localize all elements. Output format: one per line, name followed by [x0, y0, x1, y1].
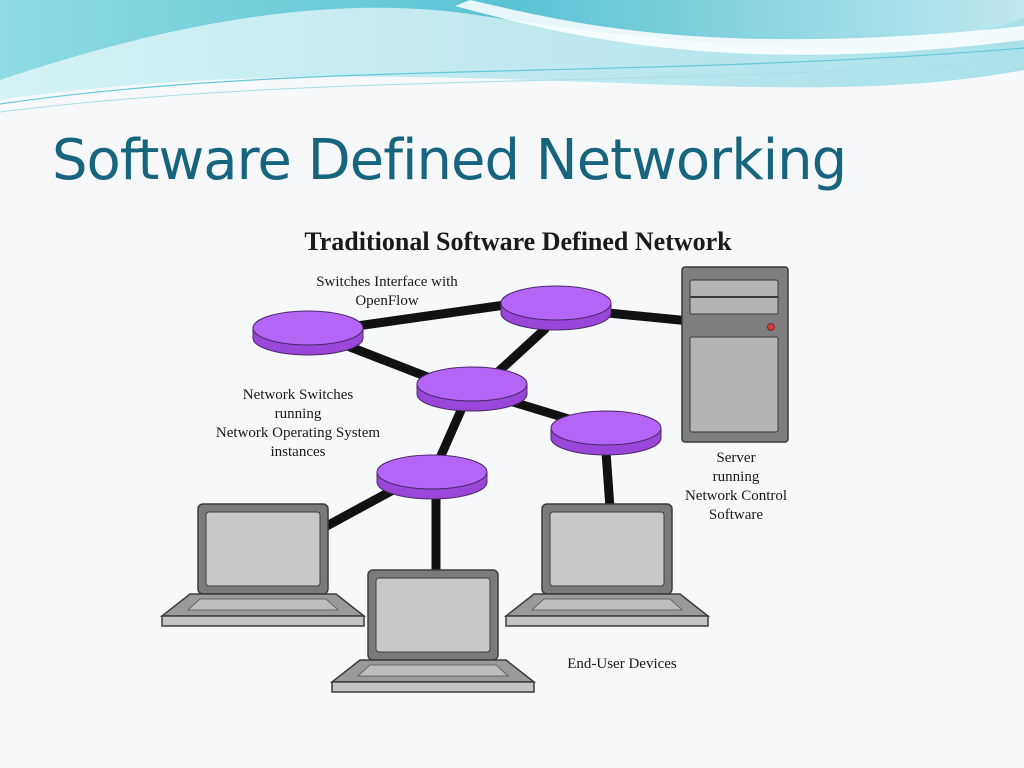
network-switch-icon	[550, 410, 662, 456]
network-links	[318, 300, 695, 581]
laptop-icon	[331, 569, 535, 693]
link-left-switch-top-switch	[345, 300, 510, 332]
link-lower-switch-laptop-left	[318, 485, 398, 533]
network-switches-label-line: instances	[270, 444, 326, 460]
link-top-switch-server	[603, 308, 695, 326]
link-center-switch-lower-switch	[435, 403, 467, 463]
diagram-subtitle: Traditional Software Defined Network	[304, 227, 732, 256]
network-switch-icon	[252, 310, 364, 356]
switches-openflow-label-line: OpenFlow	[355, 293, 419, 309]
server-label-line: Software	[708, 507, 764, 523]
link-top-switch-center-switch	[493, 324, 550, 377]
link-right-switch-laptop-right	[601, 447, 615, 513]
network-switches-label-line: running	[274, 406, 322, 422]
switches-openflow-label-line: Switches Interface with	[316, 274, 458, 290]
banner-swoosh-white	[455, 0, 1024, 55]
network-switches-label-line: Network Operating System	[215, 425, 381, 441]
server-label: Server running Network Control Software	[666, 449, 806, 525]
end-user-label-line: End-User Devices	[567, 656, 677, 672]
server-label-line: Server	[716, 450, 756, 466]
banner-line-1	[0, 47, 1024, 105]
link-center-switch-right-switch	[508, 397, 577, 425]
server-label-line: Network Control	[684, 488, 788, 504]
end-user-label: End-User Devices	[542, 655, 702, 674]
banner-band-main	[0, 0, 1024, 80]
network-switch-icon	[500, 285, 612, 331]
network-switch-icon	[416, 366, 528, 412]
link-left-switch-center-switch	[340, 340, 435, 383]
server-tower-icon	[681, 266, 789, 443]
server-label-line: running	[712, 469, 760, 485]
network-switches-label-line: Network Switches	[242, 387, 354, 403]
switches-openflow-label: Switches Interface with OpenFlow	[287, 273, 487, 311]
network-switches-label: Network Switches running Network Operati…	[188, 386, 408, 462]
header-banner	[0, 0, 1024, 113]
banner-line-2	[0, 59, 1024, 113]
slide-title: Software Defined Networking	[52, 128, 847, 193]
